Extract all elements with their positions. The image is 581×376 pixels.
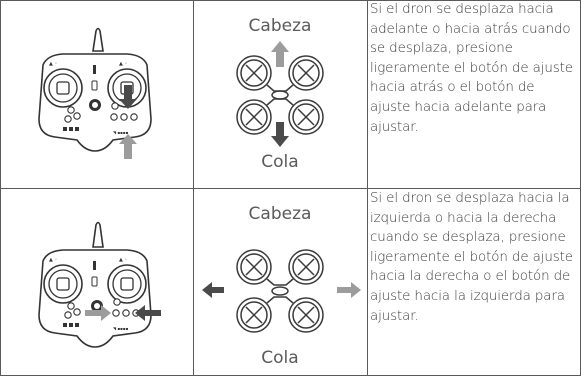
drone-illustration-forward-back: Cabeza Cola xyxy=(236,16,324,172)
trim-arrow-down-icon xyxy=(119,85,137,109)
trim-arrow-up-icon xyxy=(119,134,137,159)
right-arrow-icon xyxy=(337,282,361,298)
table-border-left xyxy=(0,0,1,376)
table-border-middle xyxy=(0,188,581,189)
controller-illustration-left-right: ▲ ◦ ▲ ◦ ◥ ▪▪▪▪ xyxy=(38,221,161,348)
left-arrow-icon xyxy=(202,282,224,298)
svg-text:▲ ◦: ▲ ◦ xyxy=(119,61,127,67)
antenna-icon xyxy=(92,221,104,248)
forward-arrow-icon xyxy=(271,41,289,67)
svg-text:▲ ◦: ▲ ◦ xyxy=(119,257,127,263)
svg-text:▲ ◦: ▲ ◦ xyxy=(49,257,57,263)
drone-icon xyxy=(236,55,324,135)
tail-label: Cola xyxy=(261,152,298,172)
column-divider-1 xyxy=(193,0,194,376)
description-left-right: Si el dron se desplaza hacia la izquierd… xyxy=(370,191,573,324)
head-label: Cabeza xyxy=(249,16,312,36)
table-border-top xyxy=(0,0,581,1)
tail-label: Cola xyxy=(261,348,298,368)
trim-arrow-right-icon xyxy=(85,305,111,321)
svg-text:◥ ▪▪▪▪: ◥ ▪▪▪▪ xyxy=(113,326,128,331)
controller-illustration-forward-back: ▲ ◦ ▲ ◦ ◥ ▪▪▪▪ xyxy=(38,27,152,159)
description-forward-back: Si el dron se desplaza hacia adelante o … xyxy=(370,2,573,135)
column-divider-2 xyxy=(367,0,368,376)
backward-arrow-icon xyxy=(271,122,289,147)
antenna-icon xyxy=(92,27,104,52)
svg-text:▲ ◦: ▲ ◦ xyxy=(49,61,57,67)
drone-illustration-left-right: Cabeza Cola xyxy=(202,204,361,368)
head-label: Cabeza xyxy=(249,204,312,224)
trim-arrow-left-icon xyxy=(135,305,161,321)
drone-icon xyxy=(236,249,324,333)
svg-text:◥ ▪▪▪▪: ◥ ▪▪▪▪ xyxy=(113,130,128,135)
